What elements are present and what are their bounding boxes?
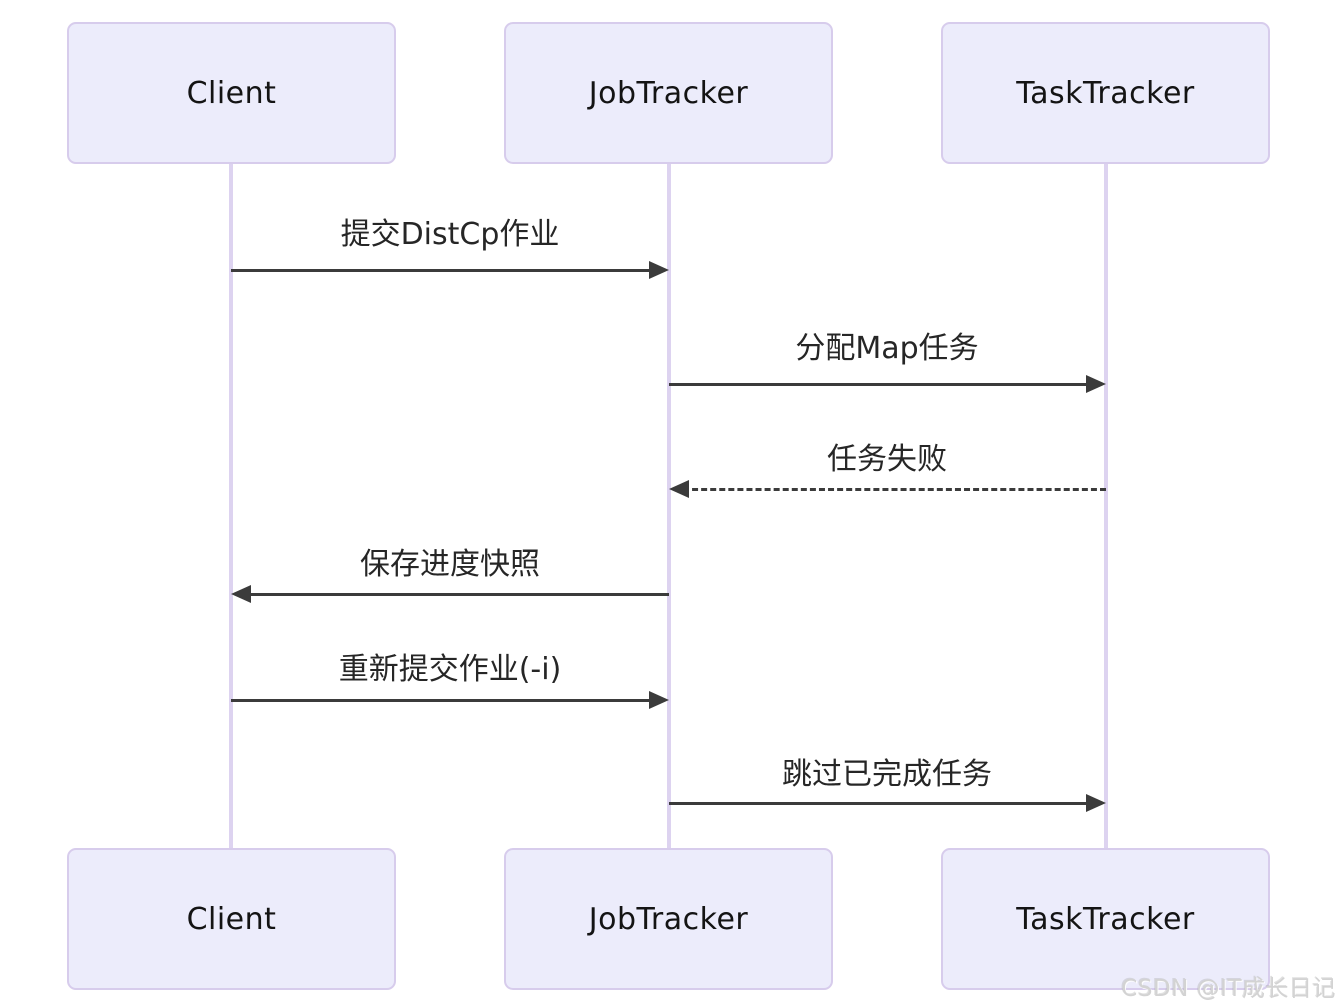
message-arrow-save-snapshot — [231, 583, 669, 605]
actor-label: TaskTracker — [1016, 901, 1195, 937]
message-label: 提交DistCp作业 — [340, 217, 560, 252]
arrowhead-left-icon — [231, 585, 251, 603]
actor-client-top: Client — [67, 22, 396, 164]
csdn-watermark: CSDN @IT成长日记 — [1121, 976, 1336, 1002]
message-arrow-submit-distcp — [231, 259, 669, 281]
actor-jobtracker-top: JobTracker — [504, 22, 833, 164]
arrow-shaft — [231, 698, 655, 702]
lifeline-jobtracker — [667, 164, 671, 848]
actor-tasktracker-top: TaskTracker — [941, 22, 1270, 164]
arrow-shaft — [669, 382, 1092, 386]
actor-label: Client — [186, 901, 277, 937]
arrow-shaft — [231, 268, 655, 272]
message-label: 跳过已完成任务 — [782, 757, 992, 792]
message-arrow-resubmit-job — [231, 689, 669, 711]
arrowhead-left-icon — [669, 480, 689, 498]
message-arrow-assign-map — [669, 373, 1106, 395]
arrowhead-right-icon — [1086, 375, 1106, 393]
message-label: 分配Map任务 — [795, 331, 979, 366]
arrowhead-right-icon — [649, 261, 669, 279]
message-label: 任务失败 — [827, 442, 947, 477]
lifeline-client — [229, 164, 233, 848]
message-label: 重新提交作业(-i) — [338, 652, 562, 687]
arrow-shaft — [669, 801, 1092, 805]
lifeline-tasktracker — [1104, 164, 1108, 848]
actor-label: TaskTracker — [1016, 75, 1195, 111]
message-arrow-skip-completed — [669, 792, 1106, 814]
arrow-shaft-dashed — [683, 487, 1106, 491]
arrowhead-right-icon — [1086, 794, 1106, 812]
actor-label: JobTracker — [588, 901, 749, 937]
actor-jobtracker-bottom: JobTracker — [504, 848, 833, 990]
actor-tasktracker-bottom: TaskTracker — [941, 848, 1270, 990]
actor-label: JobTracker — [588, 75, 749, 111]
actor-label: Client — [186, 75, 277, 111]
message-label: 保存进度快照 — [360, 547, 540, 582]
arrow-shaft — [245, 592, 669, 596]
arrowhead-right-icon — [649, 691, 669, 709]
message-arrow-task-failed — [669, 478, 1106, 500]
actor-client-bottom: Client — [67, 848, 396, 990]
